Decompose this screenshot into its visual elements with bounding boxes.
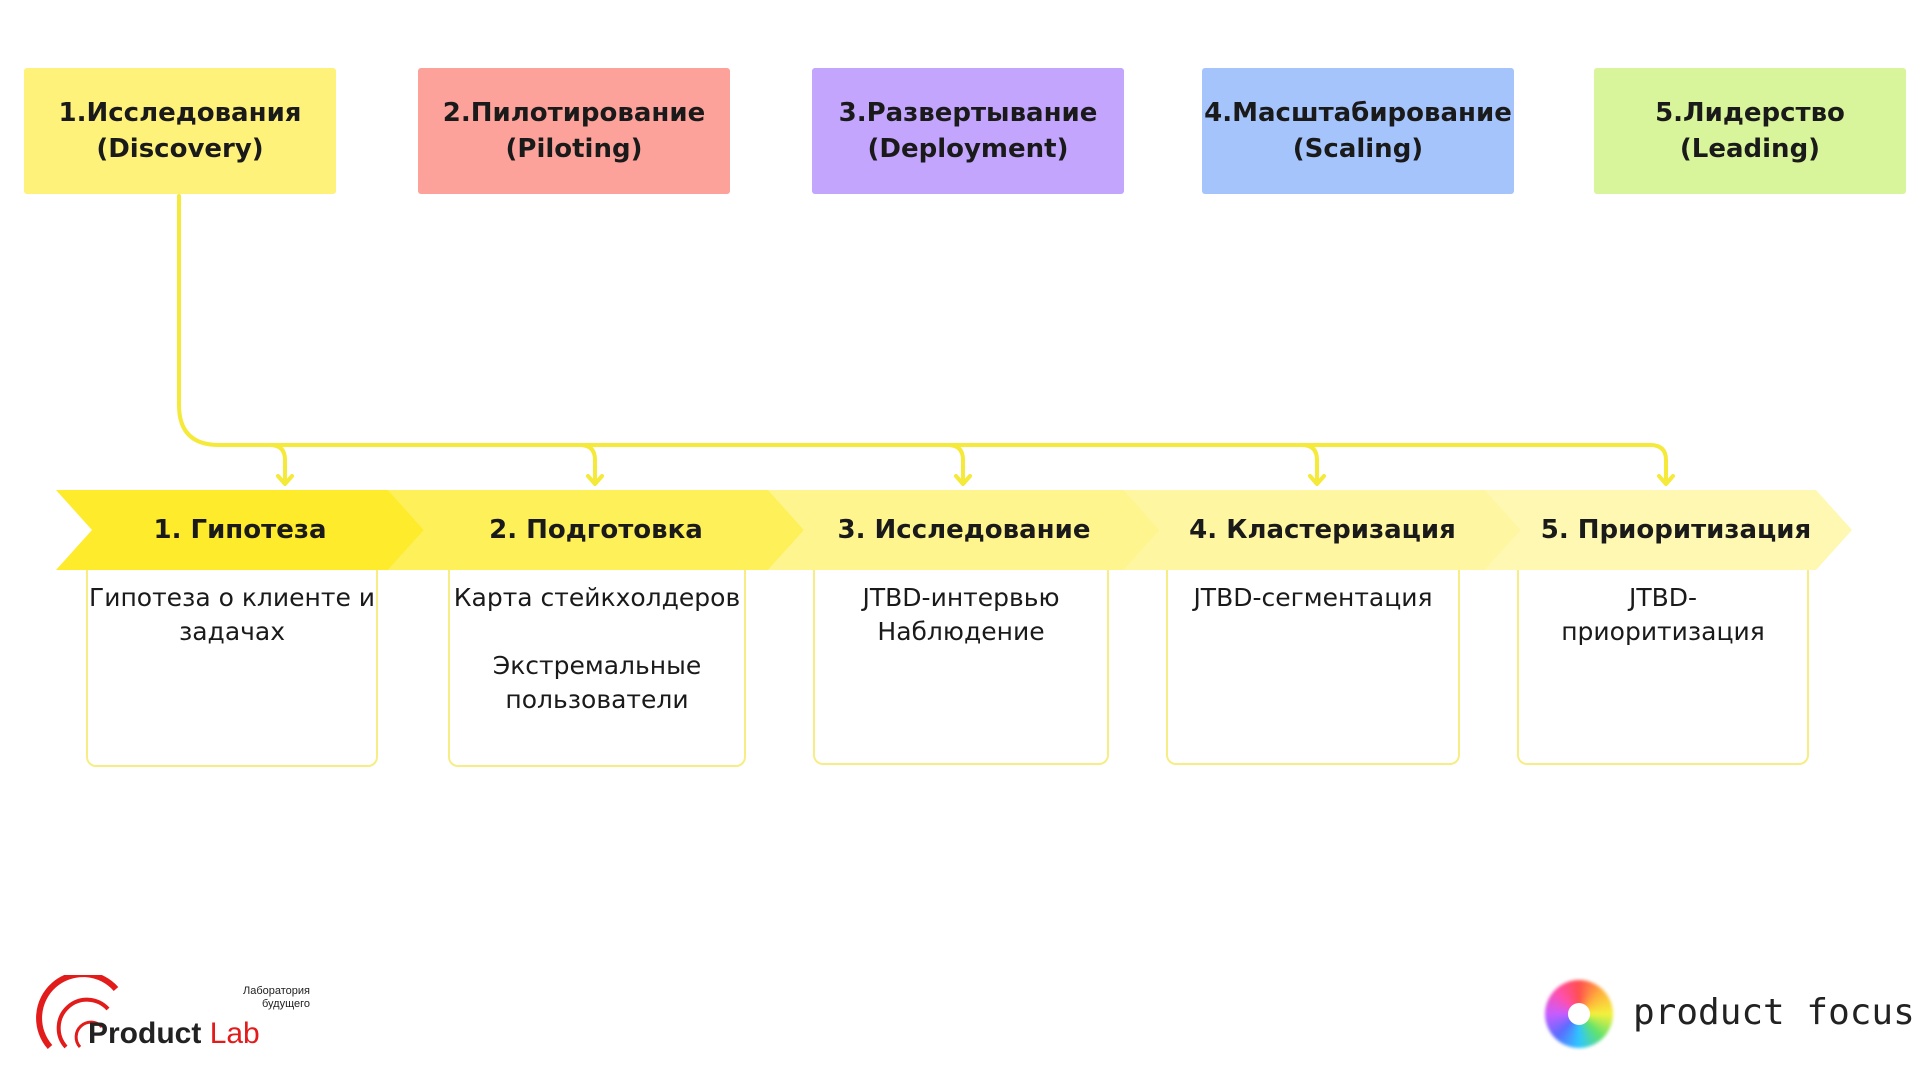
stage-card-scaling: 4.Масштабирование (Scaling) (1202, 68, 1514, 194)
step-label: 4. Кластеризация (1189, 515, 1456, 545)
step-item: Наблюдение (877, 617, 1045, 646)
stage-card-leading: 5.Лидерство (Leading) (1594, 68, 1906, 194)
stage-card-piloting: 2.Пилотирование (Piloting) (418, 68, 730, 194)
step-label: 1. Гипотеза (153, 515, 327, 545)
chevron-step-1 (56, 490, 424, 570)
product-lab-logo: Лаборатория будущего Product Lab (36, 975, 310, 1055)
stage-title: 4.Масштабирование (1204, 98, 1512, 128)
stage-title: 1.Исследования (58, 98, 302, 128)
step-description-box: JTBD-интервью Наблюдение (813, 545, 1109, 765)
product-lab-tagline: Лаборатория будущего (243, 985, 310, 1010)
step-description-box: JTBD-сегментация (1166, 545, 1460, 765)
chevron-step-4 (1124, 490, 1521, 570)
step-description-box: JTBD-приоритизация (1517, 545, 1809, 765)
stage-title: 5.Лидерство (1655, 98, 1845, 128)
stage-subtitle: (Leading) (1679, 134, 1821, 164)
stage-title: 3.Развертывание (838, 98, 1098, 128)
connector-branch (1648, 443, 1668, 485)
arrowhead (954, 474, 972, 486)
step-item: Карта стейкхолдеров (453, 583, 741, 612)
stage-subtitle: (Scaling) (1292, 134, 1424, 164)
chevron-step-2 (388, 490, 804, 570)
arrowhead (586, 474, 604, 486)
stage-subtitle: (Piloting) (505, 134, 643, 164)
connector-branch (268, 443, 287, 485)
arrowhead (276, 474, 294, 486)
step-label: 2. Подготовка (489, 515, 703, 545)
connector-branch (946, 443, 965, 485)
stage-card-discovery: 1.Исследования (Discovery) (24, 68, 336, 194)
step-label: 3. Исследование (837, 515, 1091, 545)
connector-trunk (177, 194, 1652, 447)
chevron-step-3 (768, 490, 1160, 570)
step-description-box: Карта стейкхолдеров Экстремальные пользо… (448, 545, 746, 767)
product-focus-wordmark: product focus (1633, 992, 1915, 1033)
step-item: JTBD-сегментация (1193, 583, 1433, 612)
step-item: Гипотеза о клиенте и задачах (88, 583, 376, 646)
stage-subtitle: (Deployment) (867, 134, 1069, 164)
chevron-step-5 (1485, 490, 1852, 570)
connector-branch (578, 443, 597, 485)
product-focus-logo: product focus (1545, 980, 1915, 1050)
arrowhead (1657, 474, 1675, 486)
product-lab-wordmark: Product Lab (88, 1017, 260, 1050)
step-description-box: Гипотеза о клиенте и задачах (86, 545, 378, 767)
stage-title: 2.Пилотирование (442, 98, 706, 128)
connector-branch (1300, 443, 1319, 485)
connector-lines (177, 194, 1675, 486)
stage-card-deployment: 3.Развертывание (Deployment) (812, 68, 1124, 194)
arrowhead (1308, 474, 1326, 486)
product-lab-arc-icon (36, 975, 119, 1049)
step-item: Экстремальные пользователи (492, 651, 702, 714)
step-item: JTBD-интервью (862, 583, 1060, 612)
step-label: 5. Приоритизация (1540, 515, 1812, 545)
step-item: JTBD-приоритизация (1561, 583, 1765, 646)
stage-subtitle: (Discovery) (96, 134, 264, 164)
